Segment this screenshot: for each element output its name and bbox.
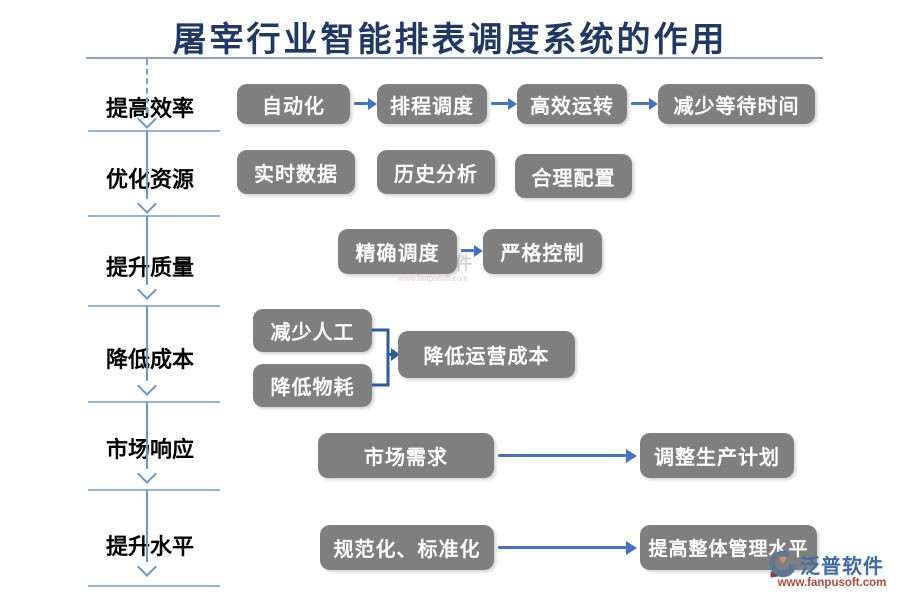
box-scheduling: 排程调度 — [377, 84, 487, 124]
box-automation: 自动化 — [237, 84, 350, 124]
stage-divider-1 — [88, 130, 220, 132]
stage-label-market: 市场响应 — [105, 437, 194, 462]
box-realtime-data: 实时数据 — [237, 150, 355, 194]
box-market-demand: 市场需求 — [318, 433, 494, 478]
down-arrow-icon-6 — [137, 557, 157, 577]
box-history-analysis: 历史分析 — [377, 150, 495, 194]
box-adjust-production-plan: 调整生产计划 — [640, 433, 794, 478]
box-precise-scheduling: 精确调度 — [338, 229, 457, 274]
stage-divider-2 — [88, 215, 220, 217]
stage-label-resource: 优化资源 — [105, 167, 194, 192]
box-reduce-waiting: 减少等待时间 — [658, 84, 815, 124]
arrow-efficiency-3 — [631, 102, 649, 105]
stage-label-quality: 提升质量 — [105, 255, 194, 280]
stage-connector-2 — [146, 131, 148, 199]
arrow-quality — [461, 249, 474, 252]
vendor-logo: 泛普软件 www.fanpusoft.com — [768, 549, 896, 589]
watermark-url: www.fanpusoft.com — [398, 274, 468, 283]
box-strict-control: 严格控制 — [483, 229, 602, 274]
box-reduce-labor: 减少人工 — [253, 309, 372, 352]
stage-divider-5 — [88, 489, 220, 491]
stage-divider-4 — [88, 401, 220, 403]
down-arrow-icon-3 — [137, 280, 157, 300]
stage-divider-6 — [88, 585, 220, 587]
down-arrow-icon-2 — [137, 194, 157, 214]
down-arrow-icon-5 — [137, 464, 157, 484]
box-improve-overall-management: 提高整体管理水平 — [640, 525, 817, 570]
down-arrow-icon-4 — [137, 376, 157, 396]
vendor-brand-name: 泛普软件 — [800, 555, 884, 578]
fanpu-logo-icon — [769, 550, 797, 578]
box-reasonable-allocation: 合理配置 — [515, 154, 632, 198]
box-lower-operating-cost: 降低运营成本 — [398, 331, 575, 378]
stage-connector-6 — [146, 490, 148, 562]
arrow-level — [498, 546, 626, 549]
stage-connector-5 — [146, 402, 148, 469]
stage-divider-3 — [88, 305, 220, 307]
stage-connector-4 — [146, 306, 148, 381]
page-title: 屠宰行业智能排表调度系统的作用 — [172, 21, 728, 59]
arrow-efficiency-1 — [354, 102, 368, 105]
box-reduce-material: 降低物耗 — [253, 364, 372, 407]
box-standardization: 规范化、标准化 — [320, 525, 494, 570]
stage-connector-3 — [146, 216, 148, 285]
stage-label-cost: 降低成本 — [105, 347, 194, 372]
arrow-market — [498, 454, 626, 457]
stage-label-efficiency: 提高效率 — [105, 96, 194, 121]
vendor-url: www.fanpusoft.com — [777, 577, 887, 589]
stage-label-level: 提升水平 — [105, 534, 194, 559]
title-underline — [86, 57, 823, 59]
cost-merge-bracket — [372, 328, 400, 387]
stage-connector-dashed — [146, 59, 148, 113]
arrow-efficiency-2 — [491, 102, 508, 105]
box-efficient-run: 高效运转 — [517, 84, 627, 124]
